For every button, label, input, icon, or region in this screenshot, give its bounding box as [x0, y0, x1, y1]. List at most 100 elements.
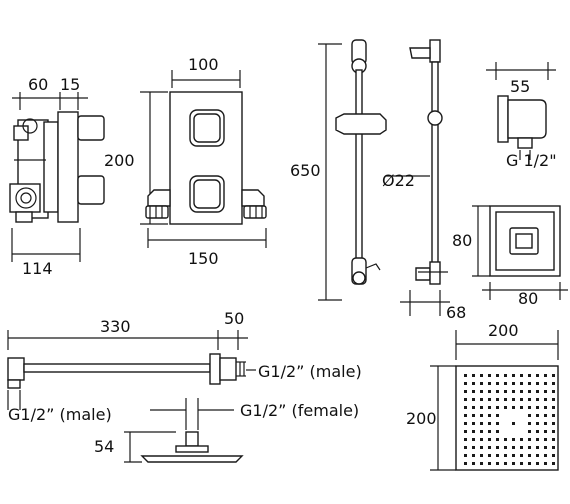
dim-riser-diameter: Ø22	[382, 171, 415, 190]
nozzle	[496, 446, 499, 449]
nozzle	[472, 398, 475, 401]
nozzle	[552, 374, 555, 377]
nozzle	[480, 454, 483, 457]
nozzle	[552, 406, 555, 409]
dim-valve-114: 114	[22, 259, 53, 278]
nozzle	[544, 406, 547, 409]
dim-riser-650: 650	[290, 161, 321, 180]
nozzle	[536, 382, 539, 385]
dim-head-200-height: 200	[406, 409, 437, 428]
nozzle	[496, 414, 499, 417]
nozzle	[472, 390, 475, 393]
nozzle	[488, 422, 491, 425]
nozzle	[464, 438, 467, 441]
nozzle	[512, 454, 515, 457]
nozzle	[528, 398, 531, 401]
nozzle	[512, 398, 515, 401]
nozzle	[512, 462, 515, 465]
nozzle	[544, 438, 547, 441]
nozzle	[520, 462, 523, 465]
nozzle	[504, 406, 507, 409]
nozzle	[552, 390, 555, 393]
nozzle	[536, 374, 539, 377]
nozzle	[536, 414, 539, 417]
nozzle	[464, 422, 467, 425]
nozzle	[488, 446, 491, 449]
nozzle	[488, 382, 491, 385]
nozzle	[464, 390, 467, 393]
nozzle	[536, 462, 539, 465]
nozzle	[488, 454, 491, 457]
nozzle	[480, 414, 483, 417]
nozzle	[528, 406, 531, 409]
shower-arm: 330 50 G1/2” (male) G1/2” (male)	[7, 309, 362, 424]
nozzle	[480, 430, 483, 433]
nozzle	[528, 430, 531, 433]
nozzle	[464, 454, 467, 457]
nozzle	[544, 454, 547, 457]
nozzle	[552, 446, 555, 449]
nozzle	[536, 406, 539, 409]
dim-head-thread-female: G1/2” (female)	[240, 401, 359, 420]
nozzle	[528, 382, 531, 385]
nozzle	[472, 446, 475, 449]
faceplate-front-view: 100 200 150	[104, 55, 267, 268]
dim-outlet-55: 55	[510, 77, 530, 96]
nozzle	[536, 438, 539, 441]
dim-faceplate-100: 100	[188, 55, 219, 74]
dim-arm-thread-right: G1/2” (male)	[258, 362, 362, 381]
nozzle	[544, 462, 547, 465]
nozzle	[504, 438, 507, 441]
dim-valve-60: 60	[28, 75, 48, 94]
nozzle	[528, 374, 531, 377]
nozzle	[512, 446, 515, 449]
nozzle	[544, 374, 547, 377]
nozzle	[552, 414, 555, 417]
nozzle	[504, 390, 507, 393]
dim-riser-68: 68	[446, 303, 466, 322]
nozzle	[472, 374, 475, 377]
nozzle	[496, 390, 499, 393]
nozzle	[544, 422, 547, 425]
nozzle	[472, 382, 475, 385]
nozzle	[504, 462, 507, 465]
nozzle	[488, 430, 491, 433]
nozzle	[472, 462, 475, 465]
nozzle	[512, 390, 515, 393]
nozzle	[464, 462, 467, 465]
nozzle	[536, 446, 539, 449]
nozzle	[536, 390, 539, 393]
nozzle	[464, 374, 467, 377]
nozzle	[512, 406, 515, 409]
nozzle	[464, 382, 467, 385]
nozzle	[496, 374, 499, 377]
nozzle	[512, 382, 515, 385]
nozzle	[464, 398, 467, 401]
nozzle	[480, 398, 483, 401]
nozzle	[496, 406, 499, 409]
nozzle	[488, 438, 491, 441]
nozzle	[520, 446, 523, 449]
nozzle	[472, 422, 475, 425]
nozzle	[544, 390, 547, 393]
nozzle	[528, 446, 531, 449]
nozzle	[520, 398, 523, 401]
nozzle	[536, 422, 539, 425]
nozzle	[512, 374, 515, 377]
dim-arm-330: 330	[100, 317, 131, 336]
nozzle	[480, 462, 483, 465]
nozzle	[480, 390, 483, 393]
nozzle	[536, 454, 539, 457]
dim-head-54: 54	[94, 437, 114, 456]
nozzle	[536, 398, 539, 401]
shower-head-top: 200 200	[406, 321, 559, 471]
nozzle	[504, 374, 507, 377]
nozzle	[552, 462, 555, 465]
nozzle	[544, 446, 547, 449]
riser-rail-side: Ø22 68	[382, 39, 466, 322]
nozzle	[488, 414, 491, 417]
nozzle	[504, 382, 507, 385]
nozzle	[496, 454, 499, 457]
nozzle	[472, 406, 475, 409]
nozzle-grid	[464, 374, 555, 465]
